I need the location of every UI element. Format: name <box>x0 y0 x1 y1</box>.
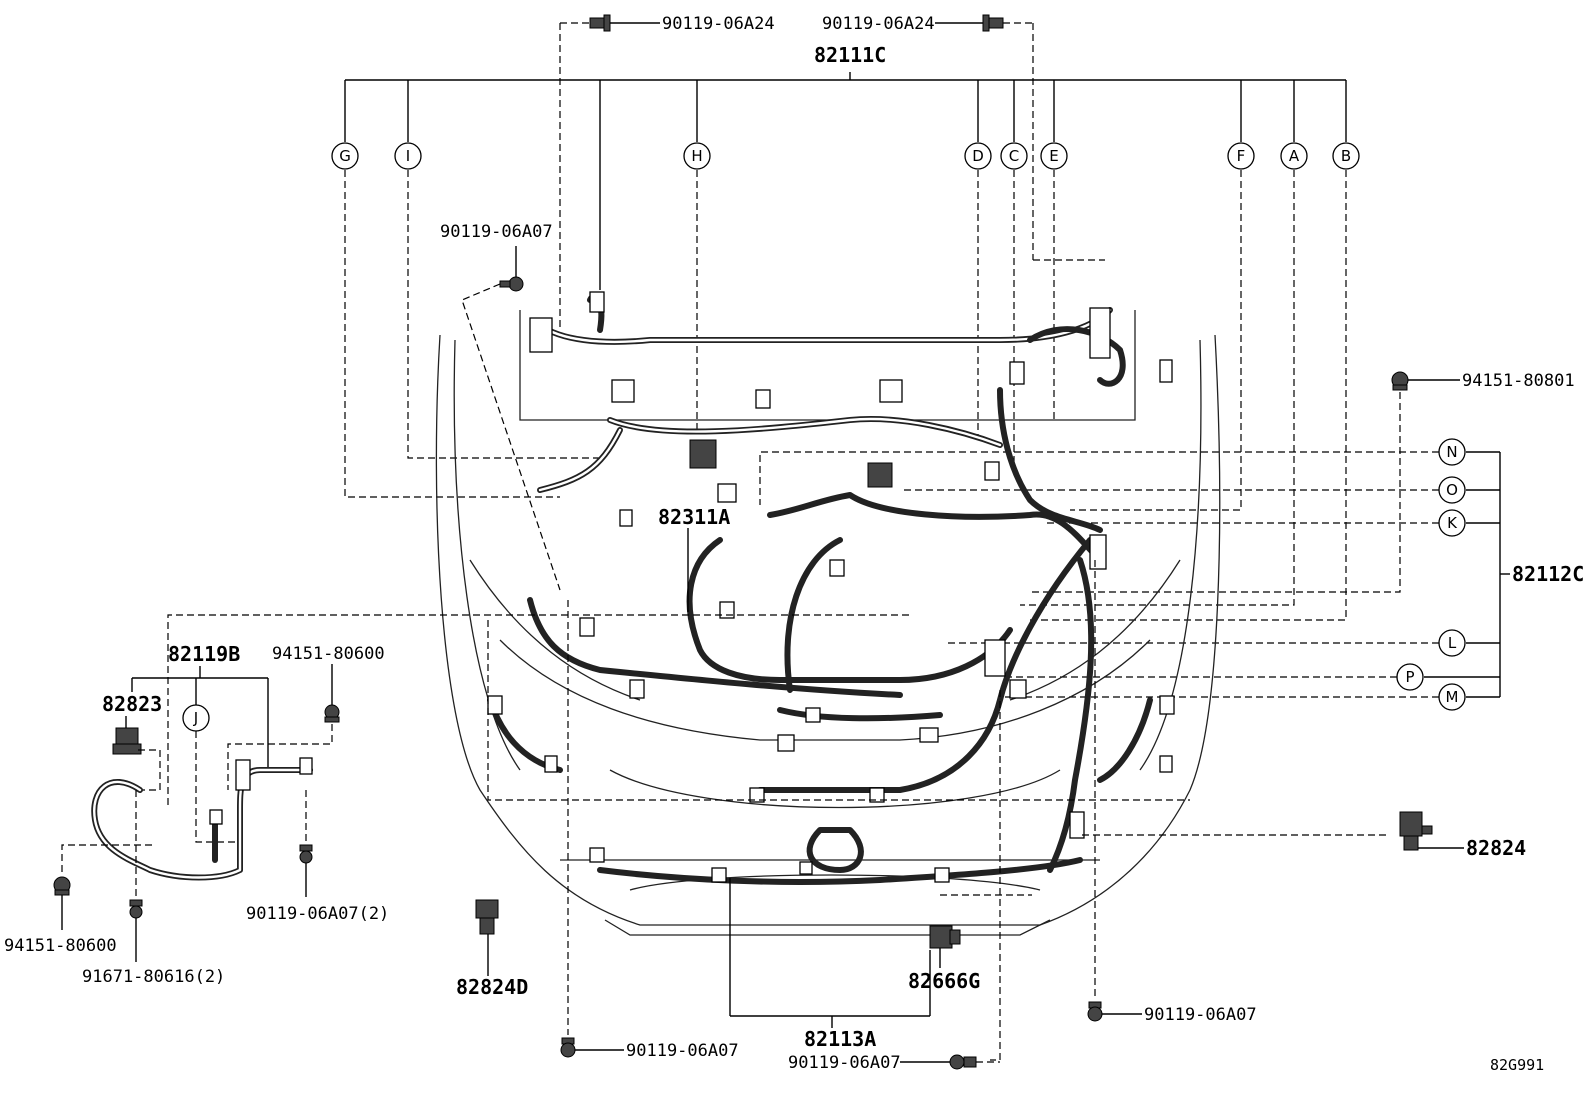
circle-O: O <box>1446 481 1458 499</box>
label-82824D: 82824D <box>456 975 528 999</box>
circle-I: I <box>406 147 410 165</box>
left-sub-harness-wire <box>91 757 313 881</box>
label-82112C: 82112C <box>1512 562 1584 586</box>
label-82311A: 82311A <box>658 505 730 529</box>
wiring-harness <box>487 293 1153 885</box>
leaders-body <box>167 560 1388 1061</box>
circle-A: A <box>1289 147 1300 165</box>
circle-L: L <box>1448 634 1457 652</box>
bolt-bottom-mid <box>900 1054 1000 1070</box>
diagram-code: 82G991 <box>1490 1056 1544 1074</box>
circle-B: B <box>1341 147 1351 165</box>
circle-D: D <box>972 147 984 165</box>
label-82824: 82824 <box>1466 836 1526 860</box>
label-clip-right: 94151-80801 <box>1462 371 1575 391</box>
harness-82119B-bracket <box>131 666 269 770</box>
leaders-top <box>344 170 1347 621</box>
circle-labels-top: G I H D C E F A B <box>331 142 1360 170</box>
bolt-upper-left <box>461 246 561 591</box>
circle-J: J <box>193 709 198 727</box>
bolt-bottom-right <box>1087 1001 1142 1022</box>
part-82823 <box>112 716 161 791</box>
harness-82113A-bracket <box>729 878 931 1028</box>
label-bolt-bottom-right: 90119-06A07 <box>1144 1005 1257 1025</box>
circle-F: F <box>1237 147 1246 165</box>
circle-J-group: J <box>182 704 240 843</box>
circle-G: G <box>339 147 351 165</box>
label-82111C: 82111C <box>814 43 886 67</box>
clip-left <box>53 844 152 930</box>
label-bolt-bottom-mid: 90119-06A07 <box>788 1053 901 1073</box>
clip-sub <box>227 664 340 790</box>
harness-connectors <box>487 291 1175 883</box>
bolt-sub <box>299 790 313 897</box>
circle-K: K <box>1447 514 1458 532</box>
label-bolt-upper-left: 90119-06A07 <box>440 222 553 242</box>
circle-E: E <box>1049 147 1058 165</box>
circle-M: M <box>1446 688 1459 706</box>
bolt-top-right <box>935 14 1105 261</box>
label-82119B: 82119B <box>168 642 240 666</box>
label-bolt-left: 91671-80616(2) <box>82 967 225 987</box>
circle-labels-right: N O K L P M <box>1396 438 1466 711</box>
bolt-top-left <box>559 14 660 330</box>
bolt-left <box>129 790 143 962</box>
circle-H: H <box>691 147 702 165</box>
part-82824 <box>1399 811 1464 851</box>
circle-N: N <box>1446 443 1457 461</box>
clip-right <box>1391 371 1460 391</box>
circle-C: C <box>1009 147 1019 165</box>
label-82666G: 82666G <box>908 969 980 993</box>
label-bolt-top-left: 90119-06A24 <box>662 14 775 34</box>
label-clip-left: 94151-80600 <box>4 936 117 956</box>
harness-82111C-bracket <box>344 72 1347 290</box>
label-82823: 82823 <box>102 692 162 716</box>
vehicle-body-outline <box>435 310 1221 936</box>
label-clip-sub: 94151-80600 <box>272 644 385 664</box>
label-bolt-bottom-center: 90119-06A07 <box>626 1041 739 1061</box>
part-82666G <box>929 925 961 968</box>
harness-82112C-bracket <box>1424 451 1510 698</box>
bolt-bottom-center <box>560 1037 624 1058</box>
part-82824D <box>475 899 499 976</box>
label-82113A: 82113A <box>804 1027 876 1051</box>
leaders-right <box>759 392 1439 698</box>
label-bolt-top-right: 90119-06A24 <box>822 14 935 34</box>
label-bolt-sub: 90119-06A07(2) <box>246 904 389 924</box>
circle-P: P <box>1405 668 1414 686</box>
